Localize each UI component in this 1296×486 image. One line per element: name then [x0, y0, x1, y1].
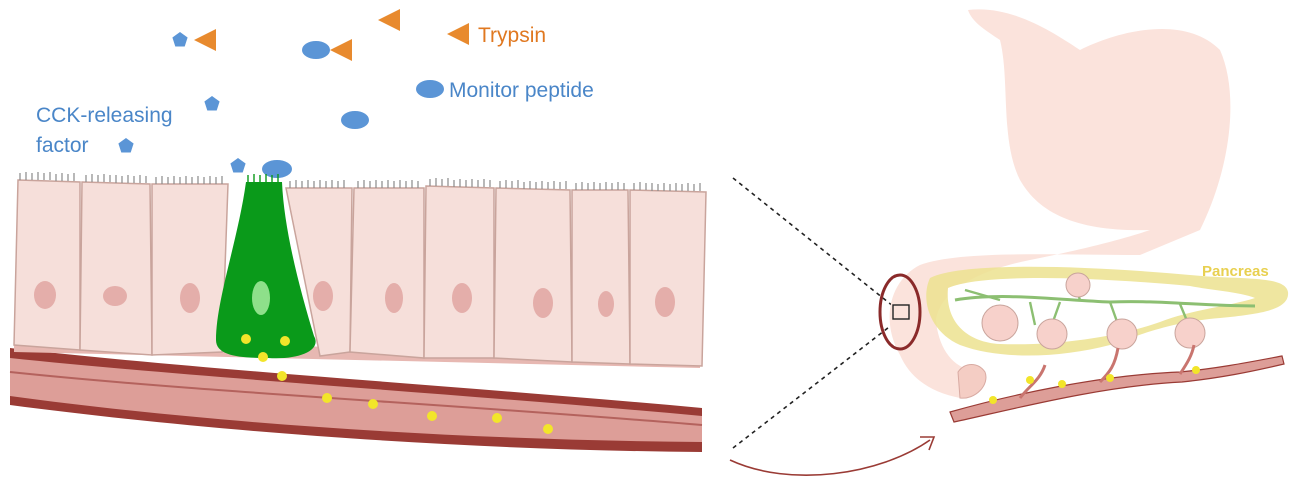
i-cell-nucleus — [252, 281, 270, 315]
acinus — [982, 305, 1018, 341]
cck-granule-icon — [322, 393, 332, 403]
monitor-peptide-legend-icon — [416, 80, 444, 98]
cck-granule-icon — [368, 399, 378, 409]
cell-nucleus — [385, 283, 403, 313]
cell-nucleus — [180, 283, 200, 313]
monitor-peptide-label: Monitor peptide — [449, 79, 594, 102]
pancreatic-vessel — [950, 345, 1284, 422]
cck-granule-icon — [543, 424, 553, 434]
flow-arrow — [730, 440, 930, 475]
cck-granule-icon — [277, 371, 287, 381]
trypsin-icon — [378, 9, 400, 31]
monitor-peptide-icon — [302, 41, 330, 59]
cck-releasing-factor-legend-icon — [118, 138, 133, 153]
arrow-head-icon — [920, 437, 934, 450]
trypsin-label: Trypsin — [478, 24, 546, 47]
monitor-peptide-icon — [341, 111, 369, 129]
epithelial-cell — [80, 182, 152, 355]
epithelial-cell — [494, 188, 572, 362]
cck-granule-icon — [1058, 380, 1066, 388]
acinus — [1066, 273, 1090, 297]
cck-releasing-factor-label-line2: factor — [36, 134, 89, 157]
epithelium — [14, 180, 706, 366]
cck-granule-icon — [492, 413, 502, 423]
pancreas — [926, 267, 1288, 356]
acinus — [1107, 319, 1137, 349]
cck-releasing-factor-icon — [204, 96, 219, 111]
cck-granule-icon — [280, 336, 290, 346]
epithelial-cell — [350, 188, 424, 358]
cck-granule-icon — [1026, 376, 1034, 384]
cell-nucleus — [655, 287, 675, 317]
cck-granule-icon — [427, 411, 437, 421]
acinus — [1037, 319, 1067, 349]
trypsin-legend-icon — [447, 23, 469, 45]
cell-nucleus — [313, 281, 333, 311]
cck-granule-icon — [1192, 366, 1200, 374]
cell-nucleus — [452, 283, 472, 313]
trypsin-icon — [194, 29, 216, 51]
cck-releasing-factor-label-line1: CCK-releasing — [36, 104, 173, 127]
epithelial-cell — [424, 186, 494, 358]
cck-releasing-factor-icon — [172, 32, 187, 47]
pancreas-label: Pancreas — [1202, 263, 1269, 280]
epithelial-cell — [14, 180, 80, 350]
cck-granule-icon — [258, 352, 268, 362]
epithelial-cell — [572, 190, 630, 364]
cck-granule-icon — [241, 334, 251, 344]
cell-nucleus — [34, 281, 56, 309]
cell-nucleus — [533, 288, 553, 318]
acinus — [1175, 318, 1205, 348]
epithelial-cell — [630, 190, 706, 366]
cell-nucleus — [598, 291, 614, 317]
cck-releasing-factor-icon — [230, 158, 245, 173]
cell-nucleus — [103, 286, 127, 306]
cck-granule-icon — [1106, 374, 1114, 382]
trypsin-icon — [330, 39, 352, 61]
cck-granule-icon — [989, 396, 997, 404]
